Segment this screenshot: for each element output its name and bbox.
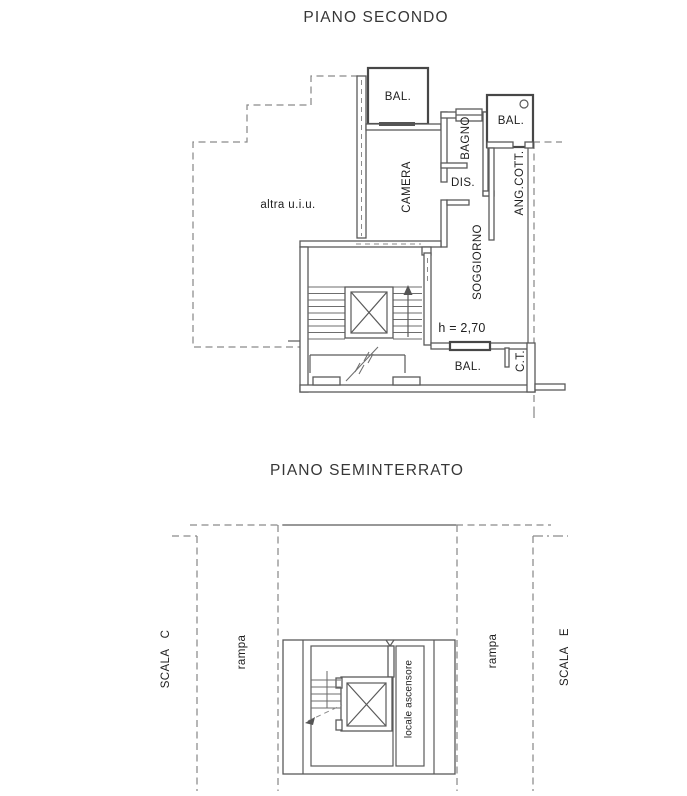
- dis-bottom-wall: [446, 199, 470, 206]
- room-label-dis: DIS.: [451, 177, 475, 189]
- room-label-angcott: ANG.COTT.: [514, 150, 526, 216]
- stair-bottom-seg-1: [312, 376, 341, 386]
- stairblock-bottom-wall: [299, 384, 536, 393]
- second-floor-plan-drawing: [192, 66, 566, 418]
- label-rampa-left: rampa: [236, 634, 248, 670]
- stair-direction-arrow: [403, 285, 413, 337]
- balcony-column: [519, 99, 529, 109]
- basement-stair-room: [310, 645, 394, 767]
- section-break-marks: [345, 346, 379, 382]
- ct-divider-stub: [504, 347, 510, 368]
- balcony-right-bottom-wall-b: [524, 141, 534, 149]
- camera-bottom-wall: [299, 240, 442, 248]
- room-label-balcony-top: BAL.: [384, 91, 412, 103]
- plan1-title: PIANO SECONDO: [303, 9, 449, 26]
- label-ceiling-height: h = 2,70: [438, 321, 486, 335]
- basement-stairs: [311, 671, 341, 709]
- room-label-bagno: BAGNO: [460, 116, 472, 160]
- plan2-title: PIANO SEMINTERRATO: [269, 462, 465, 479]
- camera-right-wall-upper: [440, 111, 448, 183]
- basement-plan-drawing: [172, 524, 568, 791]
- label-rampa-right: rampa: [487, 633, 499, 669]
- basement-stair-arrowhead: [305, 717, 315, 725]
- label-scala-e: SCALA E: [559, 628, 571, 686]
- balcony-door-threshold: [448, 340, 492, 352]
- wall-above-elevator: [387, 645, 395, 678]
- stairs-left-flight: [308, 286, 345, 340]
- label-locale-ascensore: locale ascensore: [403, 659, 415, 739]
- neighbor-wall-segment: [534, 383, 566, 391]
- stair-bottom-seg-2: [392, 376, 421, 386]
- room-label-soggiorno: SOGGIORNO: [472, 224, 484, 300]
- room-label-ct: C.T.: [515, 349, 527, 373]
- label-altra-uiu: altra u.i.u.: [260, 199, 316, 211]
- balcony-right-parapet: [485, 93, 535, 149]
- angcott-left-wall: [488, 147, 495, 241]
- soggiorno-left-wall: [423, 252, 432, 346]
- bagno-dis-divider: [440, 162, 468, 169]
- room-label-balcony-right: BAL.: [497, 115, 525, 127]
- camera-right-wall-lower: [440, 199, 448, 248]
- strip-right-wall: [526, 342, 536, 393]
- room-label-balcony-bottom: BAL.: [454, 361, 482, 373]
- room-label-camera: CAMERA: [401, 161, 413, 213]
- label-scala-c: SCALA C: [160, 629, 172, 689]
- basement-stair-arrow-line: [307, 704, 343, 722]
- stair-landing: [309, 354, 406, 373]
- adjacent-unit-dashed-boundary: [192, 75, 358, 348]
- stairblock-left-wall: [299, 246, 309, 393]
- elevator-shaft: [344, 286, 394, 339]
- basement-elevator-shaft: [335, 676, 393, 732]
- elevator-room-strip: [395, 645, 425, 767]
- balcony-right-bottom-wall-a: [486, 141, 514, 149]
